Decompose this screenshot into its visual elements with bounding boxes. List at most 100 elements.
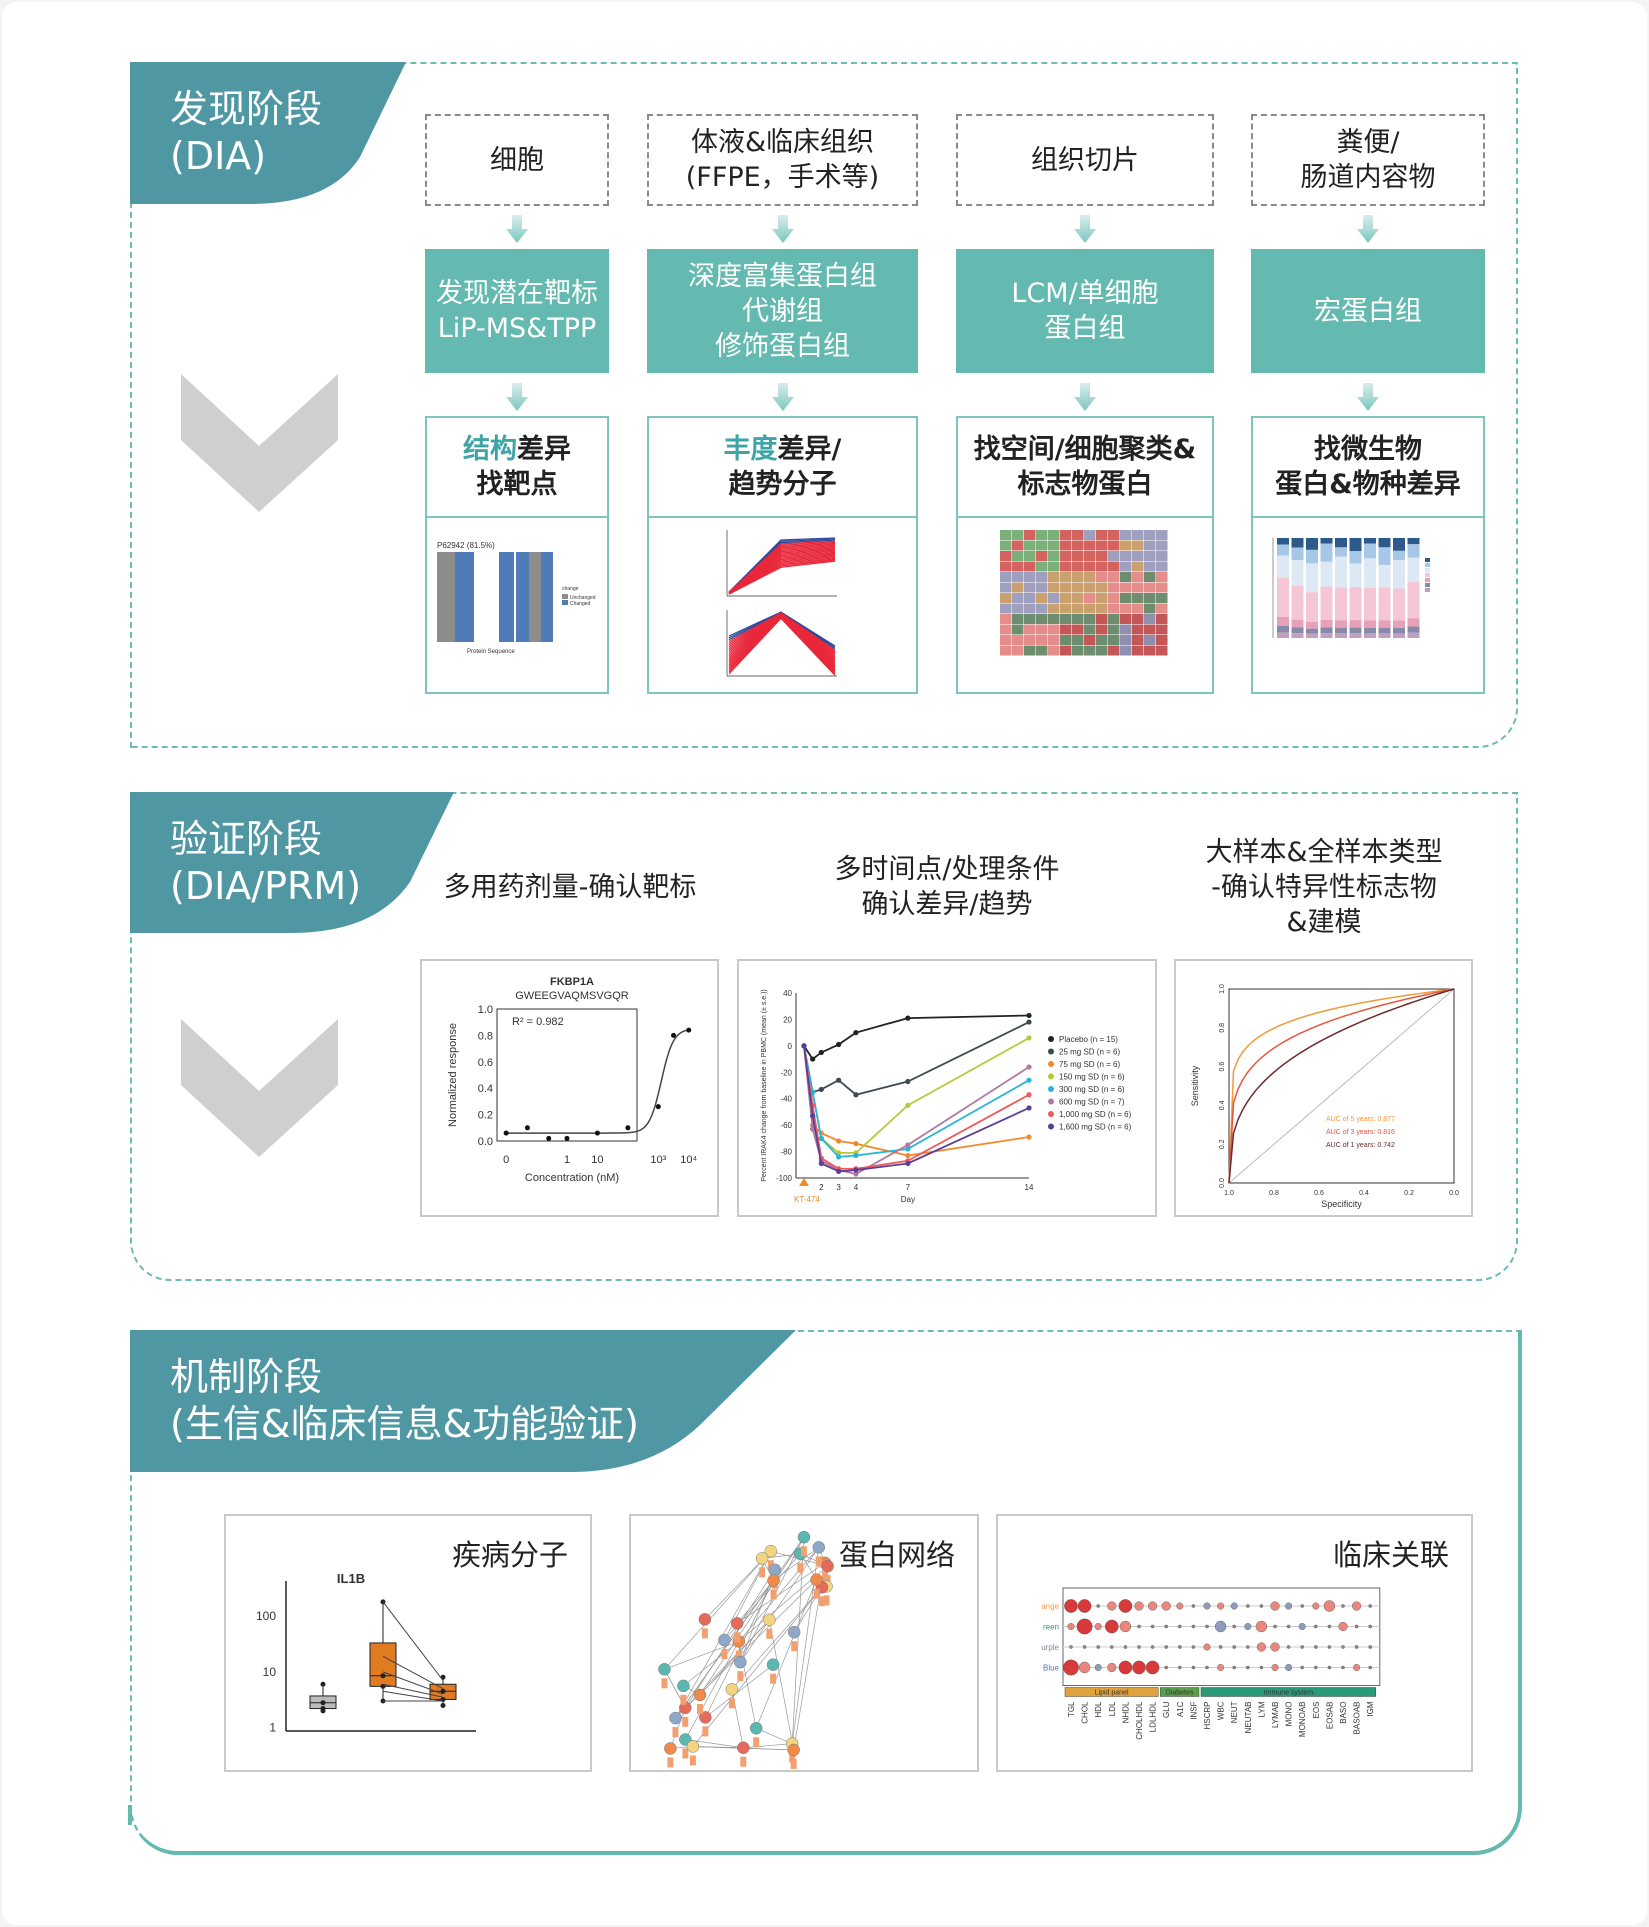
- association-dot: [1191, 1624, 1196, 1629]
- network-node: [812, 1541, 825, 1554]
- spatial-spot: [1012, 572, 1024, 582]
- association-dot: [1105, 1619, 1119, 1634]
- column-label: LYMAB: [1271, 1702, 1280, 1729]
- spatial-spot: [1096, 614, 1108, 624]
- spatial-spot: [1132, 582, 1144, 593]
- spatial-spot: [1084, 624, 1096, 635]
- stacked-bar-segment: [1378, 627, 1391, 634]
- result-thumbnail: [726, 530, 837, 677]
- group-label: Immune system: [1264, 1690, 1314, 1697]
- network-edge: [683, 1641, 740, 1687]
- spatial-spot: [1132, 635, 1144, 645]
- stacked-bar-segment: [1407, 557, 1420, 582]
- spatial-spot: [1144, 645, 1156, 656]
- validation-banner: 验证阶段 (DIA/PRM): [170, 816, 361, 910]
- spatial-spot: [1144, 593, 1156, 603]
- spatial-spot: [1156, 561, 1168, 572]
- series-point: [818, 1135, 824, 1141]
- label-line: 多时间点/处理条件: [834, 854, 1060, 885]
- spatial-spot: [1000, 572, 1012, 582]
- association-dot: [1132, 1660, 1146, 1675]
- spatial-spot: [1072, 624, 1084, 635]
- stacked-bar-segment: [1364, 538, 1376, 544]
- network-node: [767, 1574, 780, 1587]
- association-dot: [1217, 1602, 1225, 1610]
- y-tick-label: 100: [256, 1609, 276, 1623]
- network-edge: [755, 1579, 817, 1729]
- method-line: 深度富集蛋白组: [688, 260, 877, 292]
- series-line: [803, 1037, 1030, 1154]
- stacked-bar-segment: [1349, 633, 1362, 638]
- plot-frame: [1062, 1587, 1381, 1686]
- association-dot: [1368, 1665, 1373, 1670]
- method-line: LiP-MS&TPP: [437, 313, 597, 344]
- column-label: TGL: [1067, 1701, 1076, 1717]
- stacked-bar-segment: [1277, 625, 1289, 633]
- series-point: [905, 1160, 911, 1167]
- spatial-spot: [1000, 614, 1012, 624]
- association-dot: [1145, 1660, 1160, 1675]
- network-node: [821, 1559, 834, 1573]
- spatial-spot: [1132, 572, 1144, 582]
- stacked-bar-segment: [1306, 538, 1318, 550]
- association-dot: [1148, 1601, 1158, 1611]
- spatial-spot: [1012, 593, 1024, 603]
- result-text: 找微生物: [1313, 434, 1422, 465]
- chart-text: Protein Sequence: [467, 649, 515, 655]
- series-point: [1026, 1092, 1032, 1098]
- r-squared-annotation: R² = 0.982: [512, 1016, 564, 1028]
- spatial-spot: [1120, 635, 1132, 645]
- series-point: [1026, 1134, 1032, 1140]
- spatial-spot: [1072, 603, 1084, 614]
- method-box: 宏蛋白组: [1251, 249, 1485, 373]
- legend-label: 300 mg SD (n = 6): [1059, 1085, 1125, 1094]
- series-point: [853, 1171, 859, 1177]
- stacked-bar-segment: [1364, 627, 1376, 634]
- spatial-spot: [1072, 572, 1084, 582]
- spatial-spot: [1120, 593, 1132, 603]
- series-point: [1026, 1077, 1032, 1083]
- node-bar: [753, 1737, 760, 1748]
- spatial-spot: [1156, 635, 1168, 645]
- dose-marker-icon: [799, 1178, 809, 1186]
- network-edge: [743, 1743, 793, 1749]
- network-node: [787, 1625, 801, 1639]
- network-edge: [664, 1550, 772, 1670]
- column-label: LDL: [1108, 1701, 1117, 1716]
- association-dot: [1094, 1622, 1102, 1630]
- stacked-bar-segment: [1306, 563, 1318, 593]
- y-tick-label: 0.2: [1219, 1139, 1226, 1149]
- spatial-spot: [1036, 540, 1048, 551]
- chart-title: IL1B: [337, 1571, 365, 1586]
- spatial-spot: [1036, 603, 1048, 614]
- spatial-spot: [1156, 645, 1168, 656]
- arrow-down-icon: [1357, 383, 1379, 411]
- stacked-bar-segment: [1349, 620, 1362, 628]
- stacked-bar-segment: [1320, 543, 1333, 562]
- series-point: [836, 1154, 842, 1160]
- association-dot: [1313, 1624, 1318, 1629]
- method-line: 代谢组: [742, 295, 823, 327]
- spatial-spot: [1012, 645, 1024, 656]
- network-edge: [769, 1619, 794, 1750]
- spatial-spot: [1156, 603, 1168, 614]
- spatial-spot: [1132, 540, 1144, 551]
- stacked-bar-segment: [1393, 633, 1405, 638]
- node-bar: [797, 1562, 804, 1573]
- result-line2: 找靶点: [476, 469, 558, 500]
- column-label: LDLHDL: [1149, 1701, 1158, 1732]
- network-edge: [740, 1547, 820, 1663]
- x-tick-label: 0.6: [1314, 1190, 1324, 1197]
- node-bar: [682, 1748, 689, 1759]
- result-thumbnail: P62942 (81.5%)Protein SequencechangeUnch…: [437, 541, 596, 655]
- auc-label: AUC of 1 years: 0.742: [1326, 1142, 1395, 1149]
- stacked-bar-segment: [1306, 549, 1318, 564]
- result-text: 找空间/细胞聚类&: [973, 434, 1197, 465]
- column-label: EOS: [1312, 1702, 1321, 1719]
- spatial-spot: [1000, 635, 1012, 645]
- arrow-down-icon: [1357, 215, 1379, 243]
- source-line: 肠道内容物: [1300, 162, 1436, 193]
